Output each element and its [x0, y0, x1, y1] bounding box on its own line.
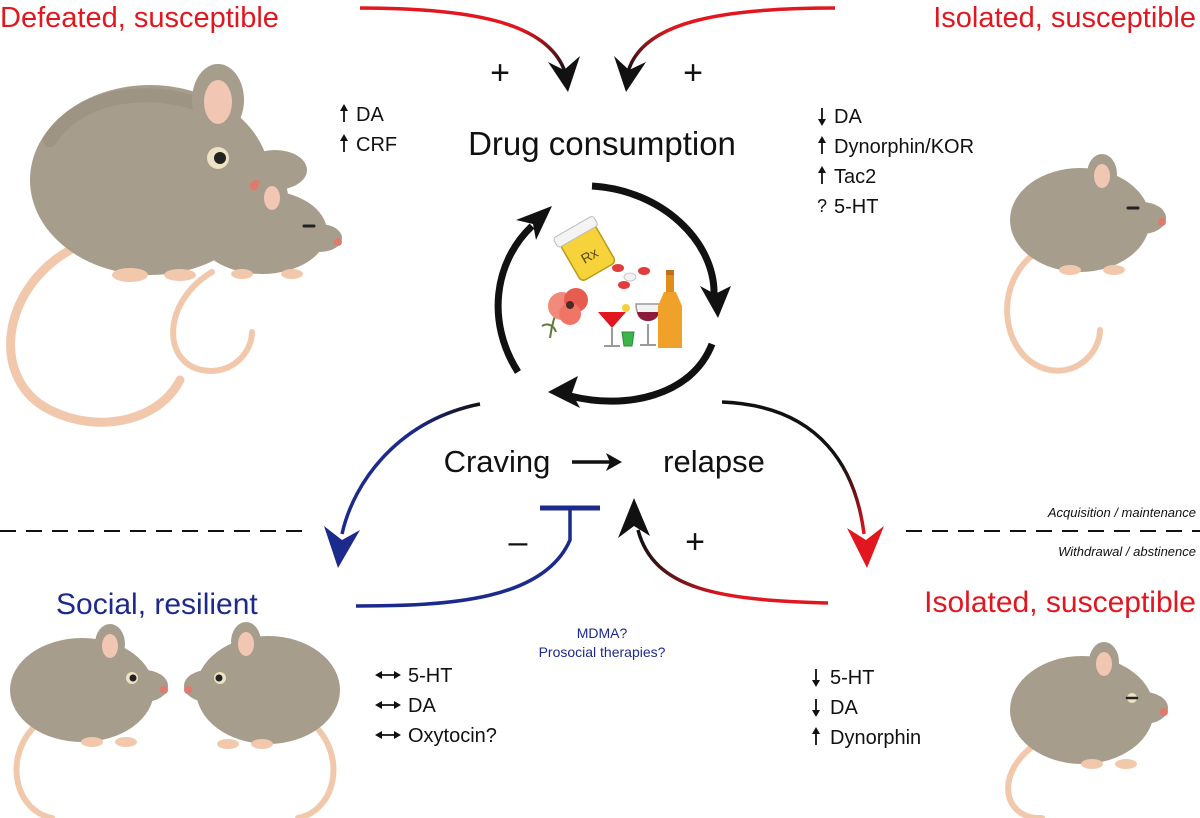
cocktail-glass-icon	[598, 304, 630, 347]
arrow-down-icon	[812, 699, 820, 717]
rx-label: Rx	[578, 244, 601, 266]
inhibition-social-to-craving	[355, 505, 600, 608]
svg-text:?: ?	[817, 196, 827, 216]
marker-row: Dynorphin/KOR	[818, 136, 974, 158]
therapy-prosocial: Prosocial therapies?	[539, 644, 666, 660]
therapy-mdma: MDMA?	[577, 625, 628, 641]
arrow-cycle-to-isolated-bottom	[721, 400, 884, 568]
marker-label: Oxytocin?	[408, 725, 497, 747]
marker-row: ? 5-HT	[817, 196, 878, 218]
arrow-isolated-top-to-consumption	[614, 6, 836, 92]
marker-label: DA	[408, 695, 436, 717]
plus-sign-left: +	[490, 54, 510, 92]
markers-defeated: DA CRF	[340, 104, 397, 156]
arrow-defeated-to-consumption	[359, 6, 580, 92]
isolated-susceptible-top-title: Isolated, susceptible	[933, 2, 1196, 34]
arrow-up-icon	[818, 136, 826, 154]
arrow-both-icon	[375, 701, 401, 709]
arrow-cycle-to-social	[324, 402, 481, 568]
marker-label: DA	[830, 697, 858, 719]
arrow-up-icon	[818, 166, 826, 184]
relapse-label: relapse	[663, 444, 765, 479]
marker-label: Dynorphin/KOR	[834, 136, 974, 158]
beer-bottle-icon	[658, 270, 682, 348]
minus-sign-bottom: –	[509, 523, 528, 561]
isolated-mouse-top-icon	[1004, 154, 1166, 374]
arrow-up-icon	[812, 727, 820, 745]
cycle-arrows	[494, 182, 731, 408]
wine-glass-icon	[635, 303, 661, 346]
marker-label: 5-HT	[830, 667, 874, 689]
marker-row: Tac2	[818, 166, 876, 188]
isolated-susceptible-bottom-title: Isolated, susceptible	[924, 586, 1196, 619]
marker-label: 5-HT	[834, 196, 878, 218]
arrow-both-icon	[375, 731, 401, 739]
marker-row: DA	[375, 695, 436, 717]
arrow-down-icon	[818, 108, 826, 126]
marker-row: Oxytocin?	[375, 725, 497, 747]
markers-social: 5-HT DA Oxytocin?	[375, 665, 497, 747]
craving-label: Craving	[444, 444, 551, 479]
marker-label: Dynorphin	[830, 727, 921, 749]
defeated-susceptible-title: Defeated, susceptible	[0, 2, 279, 34]
marker-row: Dynorphin	[812, 727, 921, 749]
question-icon: ?	[817, 196, 827, 216]
marker-row: DA	[818, 106, 862, 128]
social-mouse-right-icon	[184, 622, 340, 818]
phase-withdrawal-label: Withdrawal / abstinence	[1058, 544, 1196, 559]
markers-isolated-top: DA Dynorphin/KOR Tac2? 5-HT	[817, 106, 974, 218]
small-defeated-mouse-icon	[170, 176, 342, 374]
marker-label: 5-HT	[408, 665, 452, 687]
shot-glass-icon	[621, 331, 635, 347]
arrow-down-icon	[812, 669, 820, 687]
arrow-isolated-bottom-to-relapse	[618, 498, 829, 605]
social-mouse-left-icon	[10, 624, 168, 818]
marker-label: DA	[834, 106, 862, 128]
drug-consumption-label: Drug consumption	[468, 125, 736, 162]
craving-to-relapse-arrow-icon	[572, 453, 622, 471]
pill-bottle-icon: Rx	[553, 216, 650, 289]
social-resilient-title: Social, resilient	[56, 588, 258, 621]
isolated-mouse-bottom-icon	[1005, 642, 1168, 818]
marker-label: DA	[356, 104, 384, 126]
arrow-up-icon	[340, 104, 348, 122]
marker-label: CRF	[356, 134, 397, 156]
arrow-up-icon	[340, 134, 348, 152]
marker-row: 5-HT	[812, 667, 874, 689]
marker-label: Tac2	[834, 166, 876, 188]
plus-sign-right: +	[683, 54, 703, 92]
plus-sign-bottom: +	[685, 523, 705, 561]
marker-row: CRF	[340, 134, 397, 156]
marker-row: DA	[812, 697, 858, 719]
phase-acquisition-label: Acquisition / maintenance	[1047, 505, 1196, 520]
poppy-flower-icon	[541, 288, 588, 339]
markers-isolated-bottom: 5-HT DA Dynorphin	[812, 667, 921, 749]
marker-row: DA	[340, 104, 384, 126]
marker-row: 5-HT	[375, 665, 452, 687]
arrow-both-icon	[375, 671, 401, 679]
